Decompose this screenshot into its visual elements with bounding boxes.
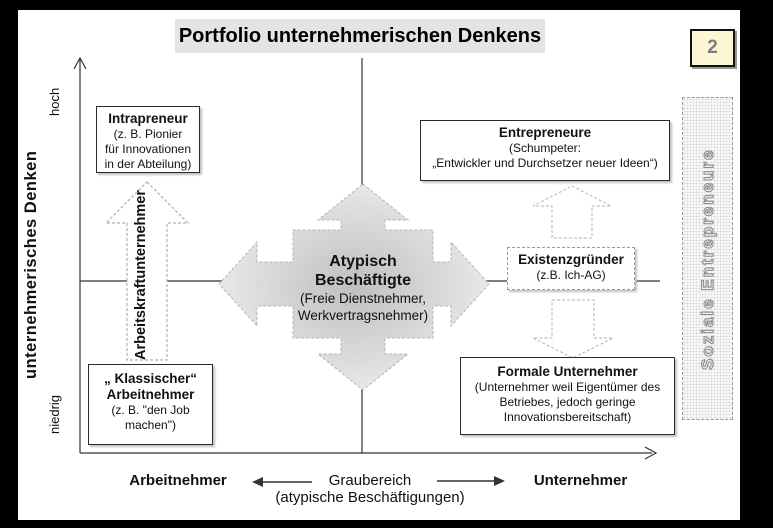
klassischer-title: „ Klassischer“ [103, 371, 198, 386]
entrepreneure-line: „Entwickler und Durchsetzer neuer Ideen“… [432, 156, 658, 170]
soziale-entrepreneure-banner: Soziale Entrepreneure [682, 97, 733, 420]
atypisch-title: Atypisch [329, 253, 397, 270]
slide-number-badge: 2 [690, 29, 735, 67]
klassischer-line: (z. B. "den Job [111, 403, 190, 417]
intrapreneur-title: Intrapreneur [108, 111, 188, 126]
formale-unternehmer-line: Betriebes, jedoch geringe [499, 395, 636, 409]
x-axis-left-label: Arbeitnehmer [129, 472, 227, 489]
klassischer-arbeitnehmer-box: „ Klassischer“ Arbeitnehmer (z. B. "den … [88, 364, 213, 445]
existenzgruender-box: Existenzgründer (z.B. Ich-AG) [507, 247, 635, 290]
x-axis-right-label: Unternehmer [533, 472, 628, 489]
klassischer-title: Arbeitnehmer [106, 387, 195, 402]
intrapreneur-line: für Innovationen [104, 142, 192, 156]
y-axis-low-label: niedrig [47, 394, 62, 434]
formale-unternehmer-line: Innovationsbereitschaft) [503, 410, 632, 424]
formale-unternehmer-box: Formale Unternehmer (Unternehmer weil Ei… [460, 357, 675, 435]
x-axis-center-sublabel: (atypische Beschäftigungen) [275, 489, 465, 506]
entrepreneure-title: Entrepreneure [498, 125, 592, 140]
y-axis-high-label: hoch [47, 87, 62, 117]
intrapreneur-line: in der Abteilung) [104, 157, 192, 171]
soziale-entrepreneure-label: Soziale Entrepreneure [697, 147, 717, 370]
arbeitskraftunternehmer-label: Arbeitskraftunternehmer [133, 190, 149, 361]
formale-unternehmer-line: (Unternehmer weil Eigentümer des [474, 380, 661, 394]
entrepreneure-line: (Schumpeter: [508, 141, 582, 155]
atypisch-line: Werkvertragsnehmer) [297, 308, 429, 323]
atypisch-title: Beschäftigte [314, 272, 412, 289]
klassischer-line: machen") [125, 418, 176, 432]
formale-unternehmer-title: Formale Unternehmer [497, 364, 638, 379]
existenzgruender-title: Existenzgründer [518, 252, 624, 267]
slide-title: Portfolio unternehmerischen Denkens [175, 19, 545, 53]
existenzgruender-line: (z.B. Ich-AG) [536, 268, 606, 282]
intrapreneur-box: Intrapreneur (z. B. Pionier für Innovati… [96, 106, 200, 173]
atypisch-line: (Freie Dienstnehmer, [299, 291, 427, 306]
entrepreneure-box: Entrepreneure (Schumpeter: „Entwickler u… [420, 120, 670, 181]
x-axis-center-label: Graubereich [328, 472, 412, 489]
y-axis-title: unternehmerisches Denken [22, 150, 40, 380]
atypisch-beschaeftigte-label: Atypisch Beschäftigte (Freie Dienstnehme… [285, 252, 441, 324]
intrapreneur-line: (z. B. Pionier [113, 127, 183, 141]
